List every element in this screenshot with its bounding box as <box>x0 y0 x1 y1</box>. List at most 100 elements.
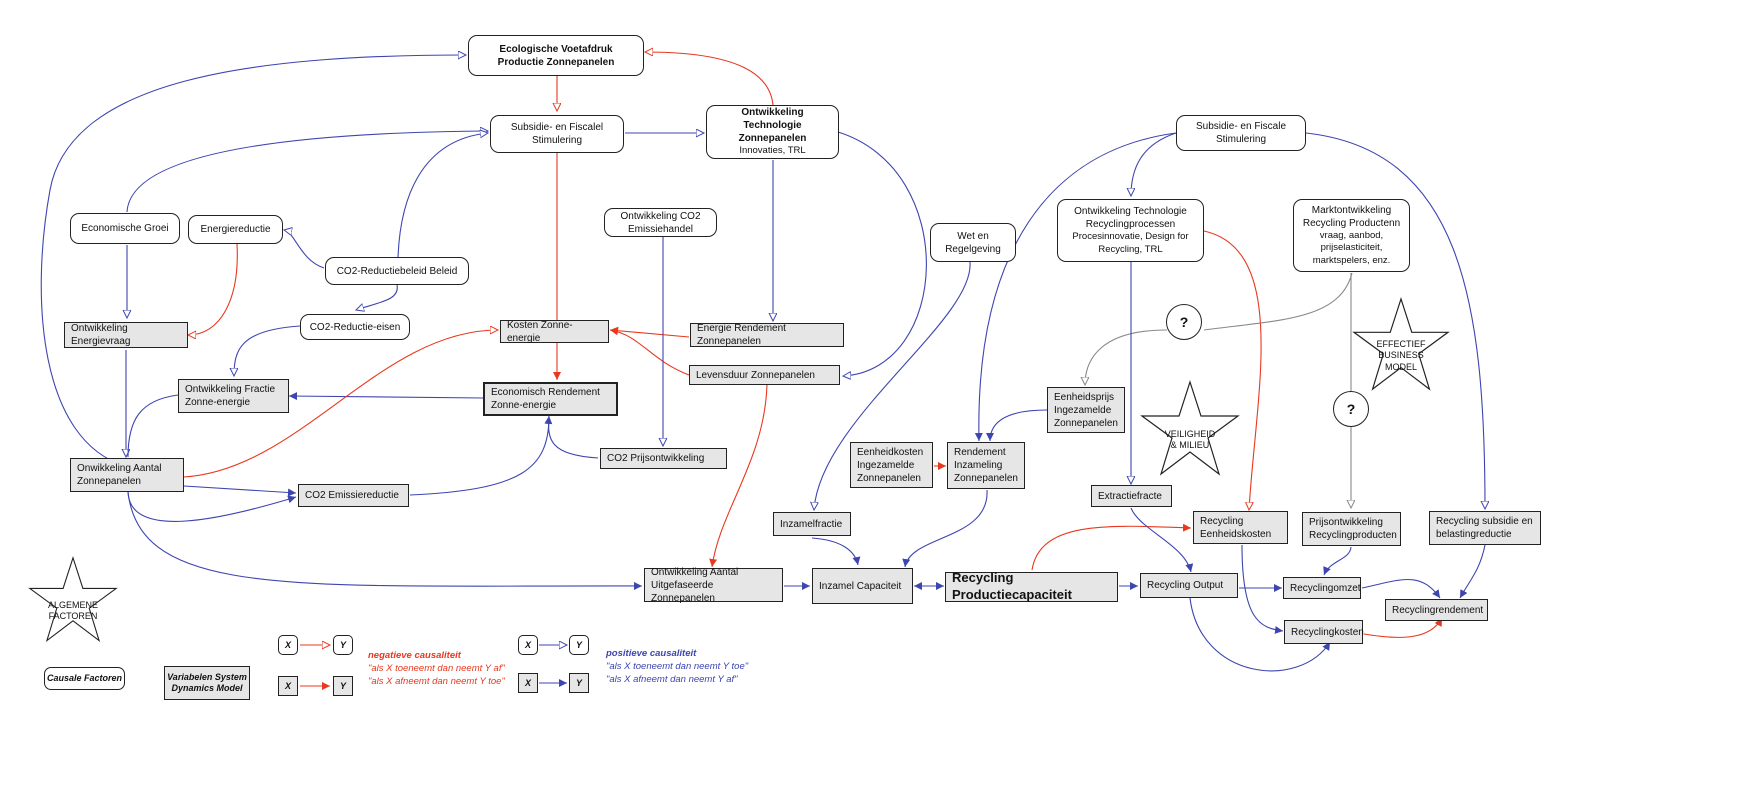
node-title: Ontwikkeling Aantal Uitgefaseerde Zonnep… <box>651 566 739 604</box>
node-extractiefractie[interactable]: Extractiefracte <box>1091 485 1172 507</box>
node-title: Recycling subsidie en belastingreductie <box>1436 516 1533 540</box>
node-ecologische-voetafdruk[interactable]: Ecologische Voetafdruk Productie Zonnepa… <box>468 35 644 76</box>
legend-line: "als X toeneemt dan neemt Y toe" <box>606 660 749 672</box>
legend-heading: negatieve causaliteit <box>368 650 461 661</box>
node-recyclingomzet[interactable]: Recyclingomzet <box>1283 577 1361 599</box>
node-title: CO2 Prijsontwikkeling <box>607 453 705 464</box>
legend-label: Causale Factoren <box>46 672 123 683</box>
node-title: Inzamelfractie <box>780 518 843 530</box>
node-title: Subsidie- en Fiscalel Stimulering <box>510 122 604 146</box>
node-title: Economisch Rendement Zonne-energie <box>491 387 600 411</box>
node-title: Ontwikkeling Energievraag <box>71 323 131 347</box>
node-title: CO2-Reductie-eisen <box>309 321 401 333</box>
question-circle-top: ? <box>1166 304 1202 340</box>
star-label: BUSINESS <box>1378 350 1424 361</box>
node-subsidie-fiscale-stimulering-right[interactable]: Subsidie- en Fiscale Stimulering <box>1176 115 1306 151</box>
star-label: & MILIEU <box>1170 440 1210 450</box>
node-wet-en-regelgeving[interactable]: Wet en Regelgeving <box>930 223 1016 262</box>
node-title: Marktontwikkeling Recycling Productenn <box>1302 204 1401 229</box>
node-title: Recyclingkosten <box>1291 626 1364 638</box>
node-levensduur[interactable]: Levensduur Zonnepanelen <box>689 365 840 385</box>
node-title: CO2-Reductiebeleid Beleid <box>336 265 458 277</box>
node-title: Rendement Inzameling Zonnepanelen <box>954 447 1018 484</box>
node-eenheidkosten[interactable]: Eenheidkosten Ingezamelde Zonnepanelen <box>850 442 933 488</box>
node-co2-reductiebeleid[interactable]: CO2-Reductiebeleid Beleid <box>325 257 469 285</box>
node-rendement-inzameling[interactable]: Rendement Inzameling Zonnepanelen <box>947 442 1025 489</box>
node-inzamelfractie[interactable]: Inzamelfractie <box>773 512 851 536</box>
node-energiereductie[interactable]: Energiereductie <box>188 215 283 244</box>
node-recycling-output[interactable]: Recycling Output <box>1140 573 1238 598</box>
star-label: ALGEMENE <box>47 599 98 610</box>
node-kosten-zonne-energie[interactable]: Kosten Zonne-energie <box>500 319 609 344</box>
node-recycling-eenheidskosten[interactable]: Recycling Eenheidskosten <box>1193 511 1288 544</box>
node-title: Ontwikkeling Technologie Recyclingproces… <box>1074 206 1187 231</box>
node-title: Recyclingrendement <box>1392 604 1484 616</box>
node-ontwikkeling-fractie[interactable]: Ontwikkeling Fractie Zonne-energie <box>178 379 289 413</box>
node-eenheidsprijs[interactable]: Eenheidsprijs Ingezamelde Zonnepanelen <box>1047 387 1125 433</box>
legend-y-causal-pos: Y <box>569 635 589 655</box>
node-co2-reductie-eisen[interactable]: CO2-Reductie-eisen <box>300 314 410 340</box>
star-veiligheid-milieu: VEILIGHEID& MILIEU <box>1140 380 1240 480</box>
node-title: Recycling Output <box>1147 580 1224 591</box>
node-title: Subsidie- en Fiscale Stimulering <box>1195 121 1287 145</box>
legend-negatieve-causaliteit: negatieve causaliteit "als X toeneemt da… <box>368 650 505 688</box>
node-recycling-productiecapaciteit[interactable]: Recycling Productiecapaciteit <box>945 570 1118 602</box>
node-recyclingkosten[interactable]: Recyclingkosten <box>1284 620 1364 644</box>
legend-x-causal-neg: X <box>278 635 298 655</box>
node-title: Economische Groei <box>81 223 169 234</box>
node-title: Eenheidsprijs Ingezamelde Zonnepanelen <box>1054 391 1118 429</box>
node-recyclingrendement[interactable]: Recyclingrendement <box>1385 599 1488 621</box>
legend-x-causal-pos: X <box>518 635 538 655</box>
legend-y-var-neg: Y <box>333 676 353 696</box>
star-label: VEILIGHEID <box>1164 428 1216 439</box>
node-title: Recyclingomzet <box>1290 582 1361 594</box>
node-ontwikkeling-energievraag[interactable]: Ontwikkeling Energievraag <box>64 322 188 348</box>
question-circle-bottom: ? <box>1333 391 1369 427</box>
node-energie-rendement[interactable]: Energie Rendement Zonnepanelen <box>690 323 844 347</box>
star-icon <box>1352 297 1450 391</box>
legend-line: "als X afneemt dan neemt Y toe" <box>368 675 505 687</box>
legend-x-var-neg: X <box>278 676 298 696</box>
node-ontwikkeling-aantal-zonnepanelen[interactable]: Onwikkeling Aantal Zonnepanelen <box>70 458 184 492</box>
node-title: Onwikkeling Aantal Zonnepanelen <box>77 463 162 487</box>
star-label: MODEL <box>1384 361 1417 372</box>
node-title: Ontwikkeling Technologie Zonnepanelen <box>738 107 807 145</box>
node-title: Ontwikkeling CO2 Emissiehandel <box>620 210 701 235</box>
node-uitgefaseerde-zonnepanelen[interactable]: Ontwikkeling Aantal Uitgefaseerde Zonnep… <box>644 566 783 604</box>
node-recycling-subsidie[interactable]: Recycling subsidie en belastingreductie <box>1429 511 1541 545</box>
node-subtitle: vraag, aanbod, prijselasticiteit, markts… <box>1312 229 1391 266</box>
node-title: Ontwikkeling Fractie Zonne-energie <box>185 384 276 408</box>
legend-label: Variabelen System Dynamics Model <box>167 671 247 693</box>
node-prijsontwikkeling-recyclingproducten[interactable]: Prijsontwikkeling Recyclingproducten <box>1302 512 1401 546</box>
node-subsidie-fiscalel-stimulering[interactable]: Subsidie- en Fiscalel Stimulering <box>490 115 624 153</box>
node-economische-groei[interactable]: Economische Groei <box>70 213 180 244</box>
legend-line: "als X afneemt dan neemt Y af" <box>606 673 738 685</box>
node-title: Extractiefracte <box>1098 490 1162 502</box>
legend-variabelen: Variabelen System Dynamics Model <box>164 666 250 700</box>
node-title: Ecologische Voetafdruk Productie Zonnepa… <box>497 43 615 68</box>
legend-y-var-pos: Y <box>569 673 589 693</box>
node-title: Levensduur Zonnepanelen <box>696 369 815 381</box>
node-economisch-rendement[interactable]: Economisch Rendement Zonne-energie <box>483 382 618 416</box>
legend-causale-factoren: Causale Factoren <box>44 667 125 690</box>
star-label: FACTOREN <box>48 611 98 621</box>
node-ontwikkeling-technologie-recycling[interactable]: Ontwikkeling Technologie Recyclingproces… <box>1057 199 1204 262</box>
node-title: Eenheidkosten Ingezamelde Zonnepanelen <box>857 446 924 484</box>
legend-heading: positieve causaliteit <box>606 648 697 659</box>
node-title: Inzamel Capaciteit <box>819 580 902 592</box>
node-title: Recycling Productiecapaciteit <box>952 570 1072 602</box>
node-co2-emissiehandel[interactable]: Ontwikkeling CO2 Emissiehandel <box>604 208 717 237</box>
node-inzamel-capaciteit[interactable]: Inzamel Capaciteit <box>812 568 913 604</box>
node-title: Kosten Zonne-energie <box>507 319 573 344</box>
node-title: Prijsontwikkeling Recyclingproducten <box>1309 517 1397 541</box>
node-title: Recycling Eenheidskosten <box>1200 515 1272 540</box>
legend-positieve-causaliteit: positieve causaliteit "als X toeneemt da… <box>606 648 748 686</box>
node-co2-prijsontwikkeling[interactable]: CO2 Prijsontwikkeling <box>600 448 727 469</box>
node-co2-emissiereductie[interactable]: CO2 Emissiereductie <box>298 484 409 507</box>
star-label: EFFECTIEF <box>1376 339 1426 350</box>
